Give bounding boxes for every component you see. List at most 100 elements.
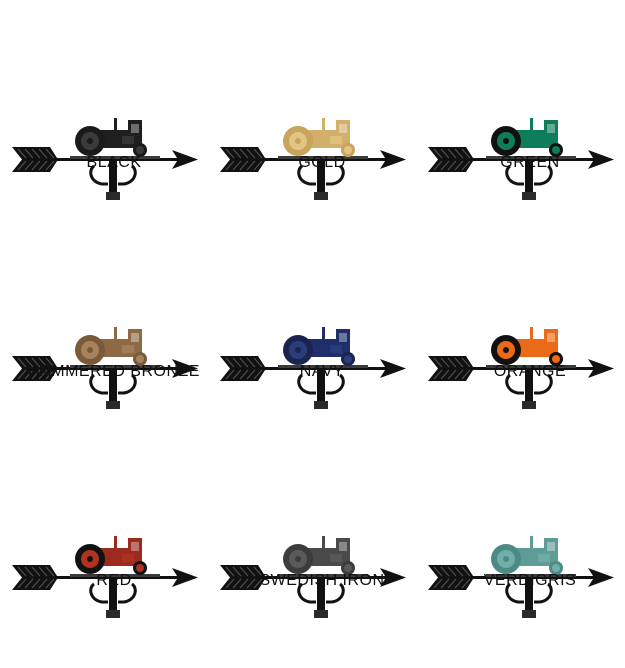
arrow-tail	[220, 356, 266, 381]
tractor-front-wheel-rim	[136, 564, 144, 572]
arrow-tail	[428, 356, 474, 381]
tail-feather-line	[246, 578, 256, 589]
tail-feather-line	[440, 578, 450, 589]
tail-feather-line	[433, 369, 443, 380]
tail-feather-line	[45, 160, 55, 171]
color-option-black[interactable]: BLACK	[10, 50, 218, 250]
tail-feather-line	[239, 369, 249, 380]
tail-feather-line	[17, 357, 27, 368]
color-option-swedish-iron[interactable]: SWEDISH IRON	[218, 468, 426, 668]
post-collar	[522, 610, 536, 618]
tail-feather-line	[24, 148, 34, 159]
tail-feather-line	[447, 566, 457, 577]
color-option-red[interactable]: RED	[10, 468, 218, 668]
tail-feather-line	[454, 357, 464, 368]
tail-feather-line	[239, 160, 249, 171]
tractor-platform	[70, 365, 160, 368]
mounting-post	[525, 576, 533, 618]
tail-feather-line	[433, 148, 443, 159]
color-option-navy[interactable]: NAVY	[218, 259, 426, 459]
tail-feather-line	[246, 357, 256, 368]
arrow-tail	[220, 147, 266, 172]
tractor-fender	[538, 554, 550, 562]
tail-feather-line	[225, 357, 235, 368]
color-option-verdigris[interactable]: VERDIGRIS	[426, 468, 625, 668]
tail-feather-line	[45, 357, 55, 368]
tail-feather-line	[433, 566, 443, 577]
tail-feather-line	[461, 160, 471, 171]
bracket-scroll-right	[534, 373, 553, 395]
tractor-rear-wheel-hub	[87, 556, 93, 562]
tail-feather-line	[461, 148, 471, 159]
mounting-post	[317, 367, 325, 409]
tractor-fender	[122, 554, 134, 562]
arrow-head	[172, 568, 198, 587]
bracket-scroll-right	[326, 373, 345, 395]
arrow-tail	[428, 147, 474, 172]
post-collar	[314, 401, 328, 409]
arrow-shaft	[248, 367, 398, 370]
tractor-fender	[330, 136, 342, 144]
tractor-window	[547, 542, 555, 551]
mounting-post	[109, 367, 117, 409]
tractor-rear-wheel-hub	[503, 138, 509, 144]
tail-feather-line	[24, 566, 34, 577]
tail-feather-line	[246, 369, 256, 380]
arrow-tail	[428, 565, 474, 590]
post-collar	[314, 610, 328, 618]
mounting-post	[109, 576, 117, 618]
tail-feather-line	[239, 357, 249, 368]
mounting-post	[525, 158, 533, 200]
tail-feather-line	[225, 369, 235, 380]
tractor-platform	[70, 574, 160, 577]
bracket-scroll-left	[89, 373, 108, 395]
tractor-rear-wheel-hub	[295, 556, 301, 562]
color-option-hammered-bronze[interactable]: HAMMERED BRONZE	[10, 259, 218, 459]
tractor-window	[547, 333, 555, 342]
color-option-green[interactable]: GREEN	[426, 50, 625, 250]
tractor-exhaust	[322, 327, 325, 340]
tractor-window	[339, 333, 347, 342]
tail-feather-line	[454, 160, 464, 171]
tail-feather-line	[447, 369, 457, 380]
arrow-head	[588, 359, 614, 378]
tail-feather-line	[17, 369, 27, 380]
tail-feather-line	[225, 148, 235, 159]
tail-feather-line	[239, 566, 249, 577]
weathervane-image	[220, 118, 406, 200]
bracket-scroll-left	[505, 164, 524, 186]
tractor-window	[131, 333, 139, 342]
tail-feather-line	[461, 369, 471, 380]
tail-feather-line	[225, 578, 235, 589]
arrow-shaft	[248, 576, 398, 579]
arrow-tail	[12, 147, 58, 172]
tractor-rear-wheel-hub	[503, 347, 509, 353]
tractor-window	[131, 542, 139, 551]
weathervane-image	[220, 536, 406, 618]
tractor-platform	[486, 574, 576, 577]
bracket-scroll-right	[326, 164, 345, 186]
tractor-exhaust	[322, 536, 325, 549]
tractor-exhaust	[530, 327, 533, 340]
tractor-front-wheel-rim	[344, 146, 352, 154]
tail-feather-line	[440, 357, 450, 368]
color-option-gold[interactable]: GOLD	[218, 50, 426, 250]
bracket-scroll-right	[326, 582, 345, 604]
tractor-platform	[486, 365, 576, 368]
tractor-front-wheel-rim	[136, 146, 144, 154]
tractor-exhaust	[114, 327, 117, 340]
arrow-shaft	[248, 158, 398, 161]
tractor-front-wheel-rim	[136, 355, 144, 363]
tail-feather-line	[253, 160, 263, 171]
color-label: HAMMERED BRONZE	[28, 363, 200, 380]
arrow-shaft	[456, 158, 606, 161]
tail-feather-line	[31, 148, 41, 159]
tail-feather-line	[24, 160, 34, 171]
arrow-head	[380, 359, 406, 378]
tail-feather-line	[232, 148, 242, 159]
post-collar	[522, 192, 536, 200]
color-option-orange[interactable]: ORANGE	[426, 259, 625, 459]
tail-feather-line	[454, 369, 464, 380]
tractor-fender	[122, 136, 134, 144]
tail-feather-line	[253, 566, 263, 577]
